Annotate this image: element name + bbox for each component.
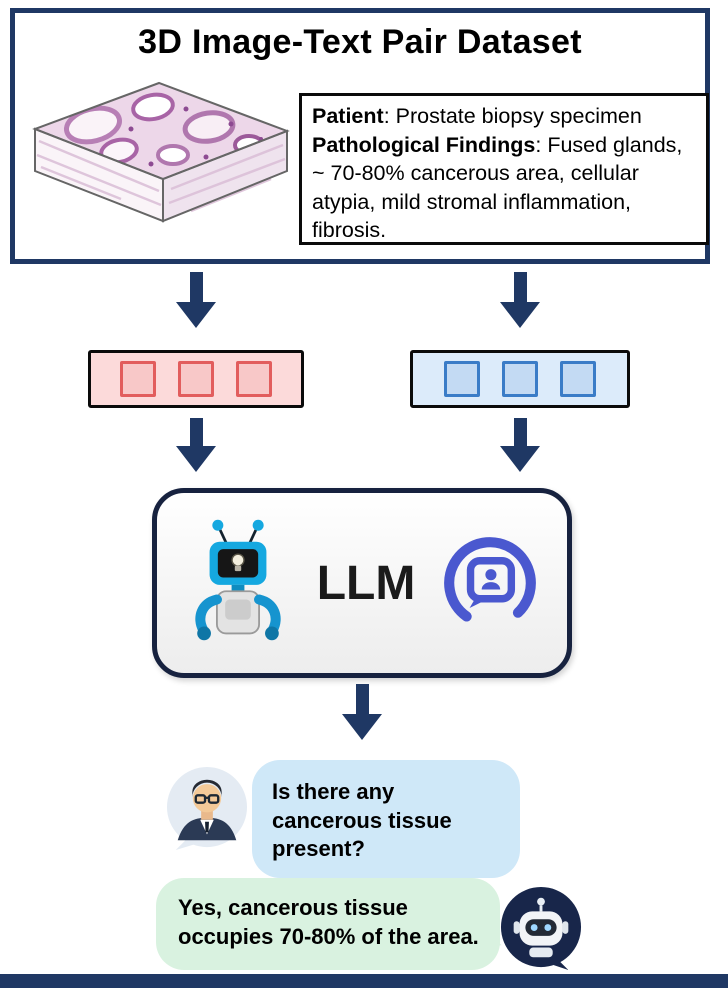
text-token: [502, 361, 538, 397]
text-token: [444, 361, 480, 397]
image-embedding-box: [88, 350, 304, 408]
findings-text: : Fused glands, ~ 70-80% cancerous area,…: [312, 132, 683, 243]
text-tokens-to-llm-arrow: [500, 418, 540, 472]
side-marbling: [36, 139, 286, 213]
image-tokens-to-llm-arrow: [176, 418, 216, 472]
assistant-message-text: Yes, cancerous tissue occupies 70-80% of…: [178, 895, 479, 949]
user-avatar-icon: [166, 767, 248, 850]
figure-title: 3D Image-Text Pair Dataset: [138, 23, 582, 61]
llm-to-chat-arrow: [342, 684, 382, 740]
llm-box: LLM: [152, 488, 572, 678]
findings-label: Pathological Findings: [312, 132, 536, 157]
patient-label: Patient: [312, 104, 384, 128]
histology-volume-image: [32, 81, 290, 223]
findings-line: Pathological Findings: Fused glands, ~ 7…: [312, 131, 696, 245]
dataset-to-image-tokens-arrow: [176, 272, 216, 328]
dataset-box: 3D Image-Text Pair Dataset: [10, 8, 710, 264]
text-token: [560, 361, 596, 397]
dataset-to-text-tokens-arrow: [500, 272, 540, 328]
llm-label: LLM: [316, 556, 416, 610]
patient-line: Patient: Prostate biopsy specimen: [312, 102, 696, 131]
robot-icon: [195, 519, 281, 641]
user-message-bubble: Is there any cancerous tissue present?: [252, 760, 520, 878]
image-token: [236, 361, 272, 397]
assistant-message-bubble: Yes, cancerous tissue occupies 70-80% of…: [156, 878, 500, 970]
bottom-bar: [0, 974, 728, 988]
robot-avatar-icon: [500, 887, 582, 970]
patient-text: : Prostate biopsy specimen: [383, 104, 642, 128]
chat-loop-logo-icon: [444, 537, 537, 629]
user-message-text: Is there any cancerous tissue present?: [272, 779, 452, 862]
image-token: [120, 361, 156, 397]
pathology-report-box: Patient: Prostate biopsy specimen Pathol…: [299, 93, 709, 245]
image-token: [178, 361, 214, 397]
text-embedding-box: [410, 350, 630, 408]
